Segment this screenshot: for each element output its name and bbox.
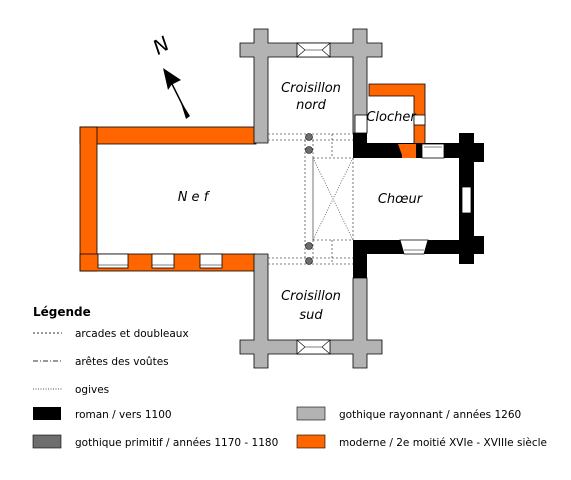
- choir-walls: [353, 133, 484, 278]
- legend-label-ogives: ogives: [75, 384, 109, 396]
- label-choeur: Chœur: [378, 192, 424, 207]
- legend-label-gothique-primitif: gothique primitif / années 1170 - 1180: [75, 437, 278, 449]
- label-clocher: Clocher: [366, 110, 417, 125]
- legend-swatch-moderne: [296, 434, 326, 449]
- crossing-piers: [305, 133, 313, 265]
- legend-label-aretes: arêtes des voûtes: [75, 356, 169, 368]
- north-label: N: [149, 31, 174, 59]
- label-croisillon-sud-line1: Croisillon: [281, 289, 341, 304]
- legend-label-arcades: arcades et doubleaux: [75, 328, 189, 340]
- legend: Légende arcades et doubleaux arêtes des …: [32, 305, 547, 449]
- legend-label-gothique-rayonnant: gothique rayonnant / années 1260: [339, 409, 521, 421]
- label-croisillon-nord-line1: Croisillon: [281, 81, 341, 96]
- legend-swatch-gothique-rayonnant: [296, 406, 326, 421]
- legend-label-roman: roman / vers 1100: [75, 409, 172, 421]
- crossing-lines: [268, 133, 354, 265]
- south-transept-walls: [239, 253, 383, 369]
- legend-label-moderne: moderne / 2e moitié XVIe - XVIIIe siècle: [339, 437, 547, 449]
- label-croisillon-sud-line2: sud: [299, 308, 323, 323]
- north-transept-walls: [239, 28, 383, 144]
- legend-swatch-roman: [33, 407, 61, 420]
- nave-walls: [79, 126, 257, 272]
- label-croisillon-nord-line2: nord: [296, 98, 327, 113]
- label-nef: N e f: [178, 190, 211, 205]
- north-arrow: N: [149, 31, 190, 119]
- legend-swatch-gothique-primitif: [32, 434, 62, 449]
- legend-title: Légende: [33, 305, 91, 319]
